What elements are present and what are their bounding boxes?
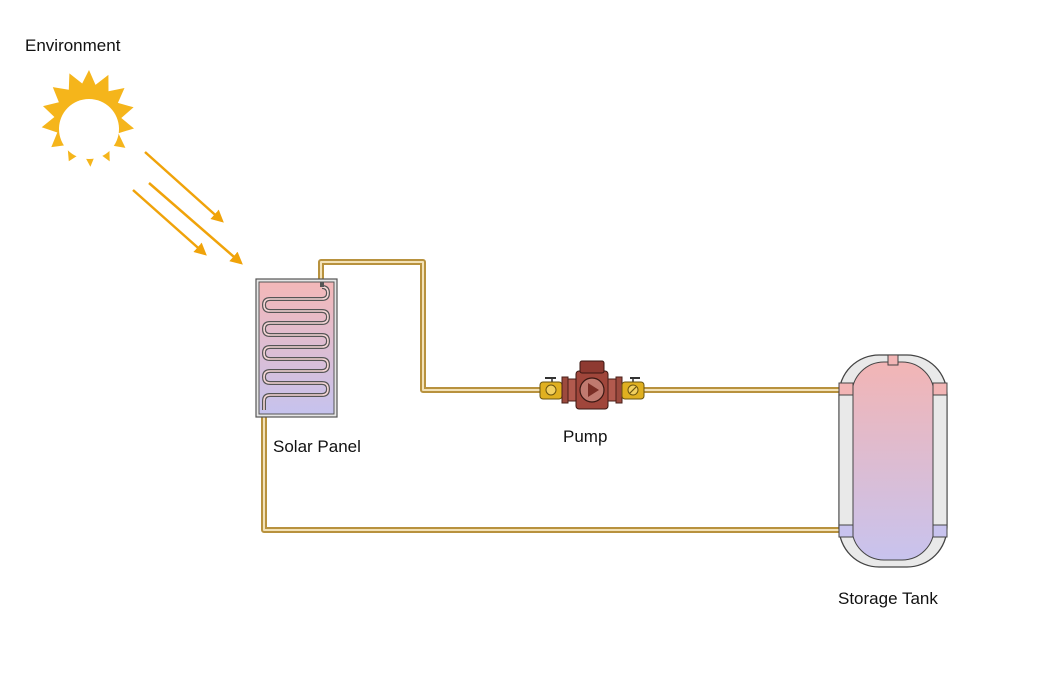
sun-icon <box>41 70 135 167</box>
hot-supply-pipe <box>318 259 548 393</box>
pump-label: Pump <box>563 427 608 446</box>
sun-ray-arrow <box>144 151 224 223</box>
environment-label: Environment <box>25 36 121 55</box>
solar-panel <box>255 278 338 418</box>
solar-panel-label: Solar Panel <box>273 437 361 456</box>
storage-tank <box>838 354 948 568</box>
left-valve-icon <box>539 376 569 404</box>
sun-ray-arrow <box>148 182 243 265</box>
pump <box>539 360 645 410</box>
right-valve-icon <box>615 376 645 404</box>
sun-rays <box>132 151 243 265</box>
storage-tank-label: Storage Tank <box>838 589 938 608</box>
sun-ray-arrow <box>132 189 207 256</box>
cold-return-pipe <box>261 405 843 533</box>
pipework <box>261 259 843 533</box>
